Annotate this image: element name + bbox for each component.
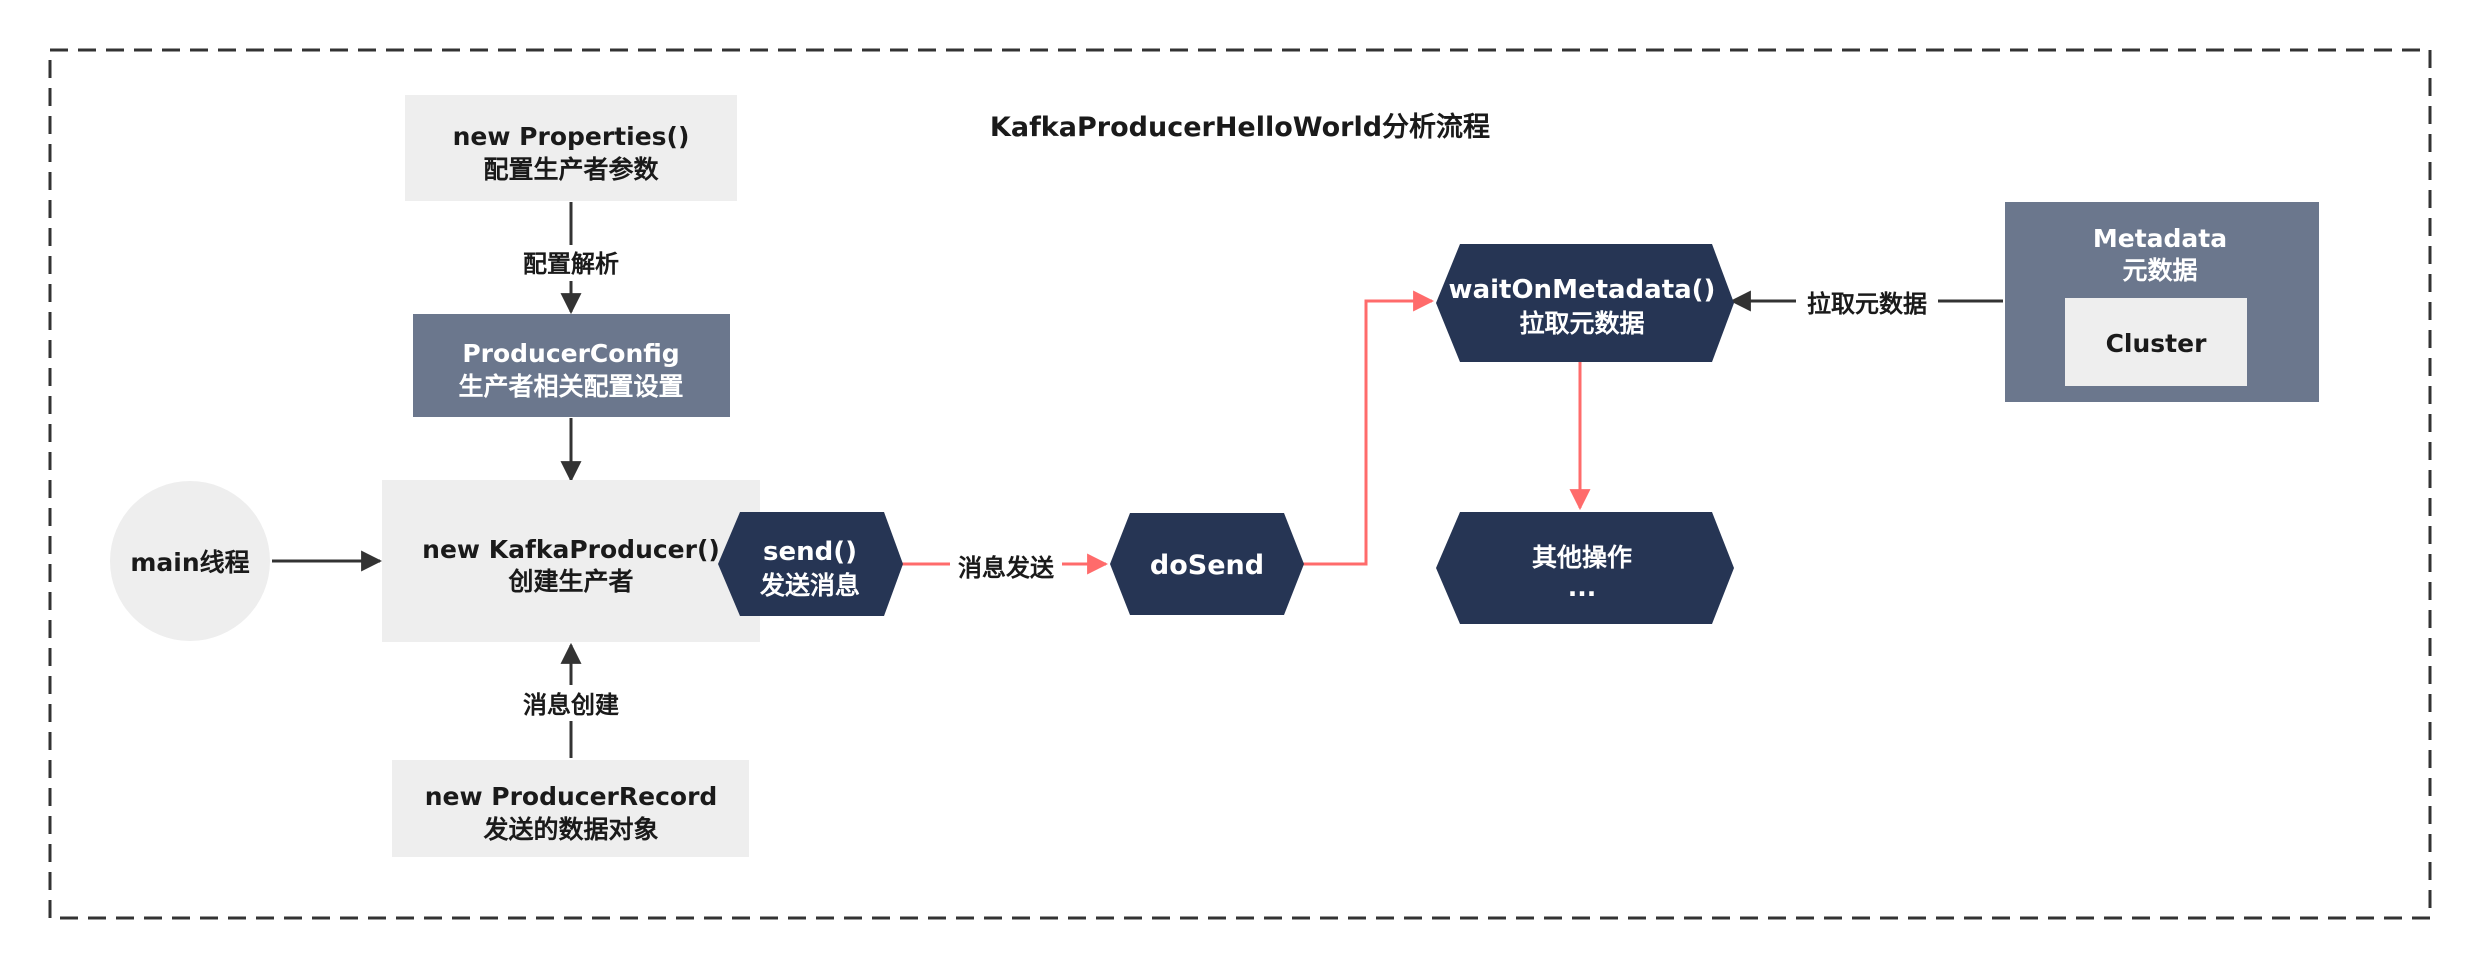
node-other-ops: 其他操作 ... <box>1436 512 1734 624</box>
node-producer-config-line2: 生产者相关配置设置 <box>458 372 683 401</box>
node-main-thread: main线程 <box>110 481 270 641</box>
node-metadata-line2: 元数据 <box>2122 256 2197 285</box>
node-cluster <box>2065 298 2247 386</box>
node-main-thread-label: main线程 <box>130 548 249 577</box>
node-producer-record: new ProducerRecord 发送的数据对象 <box>392 760 749 857</box>
node-metadata-line1: Metadata <box>2093 224 2227 253</box>
edge-label-bg <box>515 685 627 721</box>
edge-label-fetch-metadata: 拉取元数据 <box>1807 290 1927 318</box>
edge-label-message-send: 消息发送 <box>958 554 1055 582</box>
node-wait-on-metadata-line1: waitOnMetadata() <box>1449 275 1716 305</box>
node-producer-config: ProducerConfig 生产者相关配置设置 <box>413 314 730 417</box>
diagram-title: KafkaProducerHelloWorld分析流程 <box>990 112 1490 143</box>
edge-label-message-create: 消息创建 <box>523 691 619 719</box>
edge-dosend-to-wait <box>1302 290 1435 566</box>
node-wait-on-metadata: waitOnMetadata() 拉取元数据 <box>1436 244 1734 362</box>
node-properties-line2: 配置生产者参数 <box>483 155 659 184</box>
node-do-send: doSend <box>1110 513 1304 615</box>
node-producer-record-line2: 发送的数据对象 <box>482 815 658 844</box>
node-other-ops-line1: 其他操作 <box>1532 543 1632 572</box>
node-cluster-label: Cluster <box>2106 329 2208 358</box>
node-send-line2: 发送消息 <box>759 571 860 600</box>
edge-label-bg <box>950 548 1062 584</box>
node-producer-record-line1: new ProducerRecord <box>425 782 718 811</box>
node-other-ops-line2: ... <box>1568 573 1597 602</box>
node-wait-on-metadata-line2: 拉取元数据 <box>1519 309 1644 338</box>
node-kafka-producer-line1: new KafkaProducer() <box>422 535 720 564</box>
node-properties: new Properties() 配置生产者参数 <box>405 95 737 201</box>
edge-label-config-parse: 配置解析 <box>523 250 619 278</box>
node-kafka-producer-line2: 创建生产者 <box>507 567 633 596</box>
node-producer-config-line1: ProducerConfig <box>462 339 679 368</box>
node-do-send-label: doSend <box>1150 550 1264 581</box>
edge-label-bg <box>1796 284 1938 320</box>
edge-label-bg <box>515 245 627 281</box>
dashed-frame <box>48 48 2432 920</box>
node-kafka-producer: new KafkaProducer() 创建生产者 <box>382 480 760 642</box>
node-send-line1: send() <box>763 537 857 567</box>
node-properties-line1: new Properties() <box>453 122 690 151</box>
node-metadata: Metadata 元数据 Cluster <box>2005 202 2319 402</box>
node-send: send() 发送消息 <box>718 512 903 616</box>
